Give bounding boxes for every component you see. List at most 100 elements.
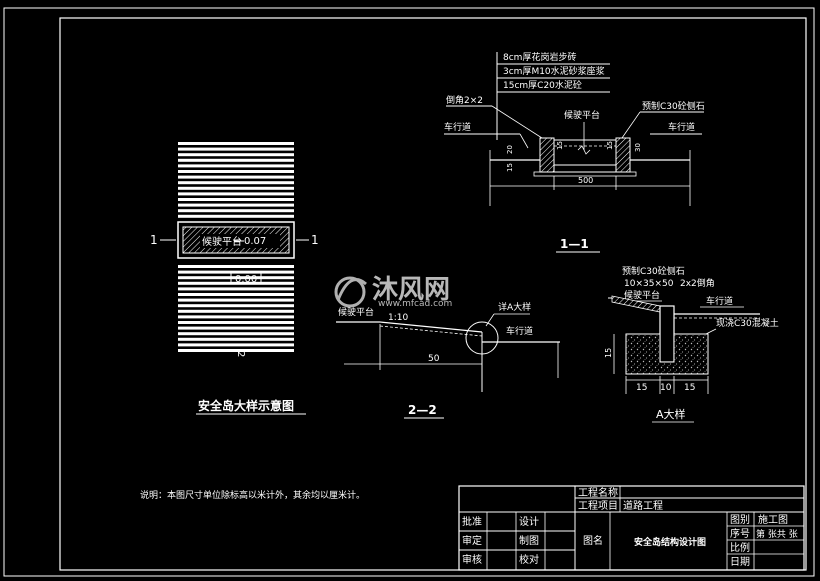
- s1-dim-inner-left: 15: [556, 141, 564, 150]
- layer-2: 3cm厚M10水泥砂浆座浆: [503, 65, 605, 77]
- s1-dim-left-bottom: 15: [506, 163, 514, 172]
- plan-elevation: 0.00: [235, 274, 257, 285]
- tb-drawing-name-label: 图名: [583, 534, 603, 547]
- s1-dim-left-top: 20: [506, 145, 514, 154]
- zebra-stripe: [178, 321, 294, 324]
- title-block: 工程名称 工程项目 道路工程 批准 审定 审核 设计 制图 校对 图名 安全岛结…: [458, 485, 805, 571]
- zebra-stripe: [178, 175, 294, 179]
- tb-design: 设计: [519, 515, 539, 528]
- watermark: 沐风网 www.mfcad.com: [334, 275, 452, 309]
- zebra-stripe: [178, 181, 294, 185]
- section-mark-right: 1: [311, 233, 319, 247]
- s2-detail-ref: 详A大样: [498, 301, 531, 313]
- layer-1: 8cm厚花岗岩步砖: [503, 51, 576, 63]
- da-title: A大样: [656, 407, 686, 421]
- s1-lane-right: 车行道: [668, 121, 695, 133]
- zebra-stripe: [178, 309, 294, 313]
- zebra-stripe: [178, 158, 294, 162]
- s1-dim-inner-right: 15: [606, 141, 614, 150]
- zebra-stripe: [178, 203, 294, 207]
- zebra-stripe: [178, 287, 294, 291]
- s2-title: 2—2: [408, 403, 437, 417]
- zebra-stripe: [178, 170, 294, 173]
- outer-frame: [3, 7, 815, 577]
- section-1-1: 8cm厚花岗岩步砖 3cm厚M10水泥砂浆座浆 15cm厚C20水泥砼 倒角2×…: [444, 51, 705, 253]
- zebra-stripe: [178, 326, 294, 330]
- section-mark-left: 1: [150, 233, 158, 247]
- s2-platform: 候驶平台: [338, 306, 374, 318]
- s2-slope: 1:10: [388, 313, 408, 323]
- zebra-stripe: [178, 281, 294, 285]
- tb-number-value: 第 张共 张: [756, 528, 798, 540]
- note: 说明：本图尺寸单位除标高以米计外，其余均以厘米计。: [140, 489, 365, 501]
- tb-review: 审核: [462, 553, 482, 566]
- zebra-stripe: [178, 265, 294, 268]
- zebra-stripe: [178, 332, 294, 336]
- zebra-stripe: [178, 293, 294, 296]
- zebra-stripe: [178, 214, 294, 218]
- plan-view: 候驶平台 0.07 0.00 1 1 2 安全岛大样示意图: [150, 142, 319, 415]
- da-lane: 车行道: [706, 295, 733, 307]
- da-concrete: [625, 333, 709, 375]
- s1-platform: 候驶平台: [564, 109, 600, 121]
- inner-frame: [59, 17, 807, 571]
- section-ref-2: 2: [235, 351, 246, 357]
- zebra-stripe: [178, 186, 294, 190]
- da-curb-block: [659, 305, 675, 363]
- zebra-stripe: [178, 276, 294, 280]
- s1-curb: 预制C30砼侧石: [642, 100, 705, 112]
- zebra-stripe: [178, 298, 294, 302]
- s2-lane: 车行道: [506, 325, 533, 337]
- tb-project-name-label: 工程名称: [578, 486, 618, 499]
- s1-lane-left: 车行道: [444, 121, 471, 133]
- chamfer-label: 倒角2×2: [446, 94, 483, 106]
- zebra-stripes-top: [178, 142, 294, 218]
- da-chamfer: 2x2倒角: [680, 277, 715, 289]
- s1-dim-width: 500: [578, 176, 593, 185]
- da-dim-bottom-3: 15: [684, 383, 695, 393]
- tb-draw: 制图: [519, 534, 539, 547]
- da-platform: 候驶平台: [624, 289, 660, 301]
- zebra-stripe: [178, 164, 294, 168]
- section-2-2: 候驶平台 1:10 详A大样 车行道 50 2—2: [336, 301, 560, 419]
- tb-category-value: 施工图: [758, 513, 788, 526]
- tb-approve: 批准: [462, 515, 482, 528]
- zebra-stripe: [178, 304, 294, 308]
- zebra-stripe: [178, 343, 294, 347]
- s1-title: 1—1: [560, 237, 589, 251]
- tb-project-item-value: 道路工程: [623, 499, 663, 512]
- watermark-logo-icon: [334, 276, 367, 308]
- zebra-stripe: [178, 147, 294, 151]
- da-dim-height: 15: [604, 348, 613, 358]
- tb-date-label: 日期: [730, 556, 750, 568]
- tb-number-label: 序号: [730, 527, 750, 540]
- tb-project-item-label: 工程项目: [578, 500, 618, 512]
- layer-3: 15cm厚C20水泥砼: [503, 79, 582, 91]
- tb-scale-label: 比例: [730, 541, 750, 554]
- da-dim-bottom-2: 10: [660, 383, 672, 393]
- da-dim-bottom-1: 15: [636, 383, 647, 393]
- da-concrete-label: 现浇C30混凝土: [716, 317, 779, 329]
- watermark-url: www.mfcad.com: [378, 299, 452, 309]
- tb-category-label: 图别: [730, 514, 750, 526]
- zebra-stripe: [178, 349, 294, 352]
- zebra-stripe: [178, 192, 294, 196]
- tb-drawing-name: 安全岛结构设计图: [634, 536, 706, 548]
- zebra-stripe: [178, 337, 294, 341]
- zebra-stripe: [178, 153, 294, 157]
- tb-check: 校对: [519, 553, 539, 566]
- da-curb: 预制C30砼侧石: [622, 265, 685, 277]
- detail-a-circle: [465, 321, 499, 355]
- elevation-box: [230, 271, 262, 285]
- zebra-stripe: [178, 142, 294, 145]
- s2-dim: 50: [428, 354, 440, 364]
- s1-curb-right: [615, 137, 631, 173]
- zebra-stripe: [178, 198, 294, 201]
- detail-a: 预制C30砼侧石 10×35×50 2x2倒角 候驶平台 车行道 现浇C30混凝…: [604, 265, 779, 423]
- plan-slope-label: 0.07: [244, 236, 266, 247]
- s1-curb-left: [539, 137, 555, 173]
- plan-platform-label: 候驶平台: [202, 235, 242, 248]
- zebra-stripe: [178, 209, 294, 213]
- safety-island-outline: [177, 221, 295, 259]
